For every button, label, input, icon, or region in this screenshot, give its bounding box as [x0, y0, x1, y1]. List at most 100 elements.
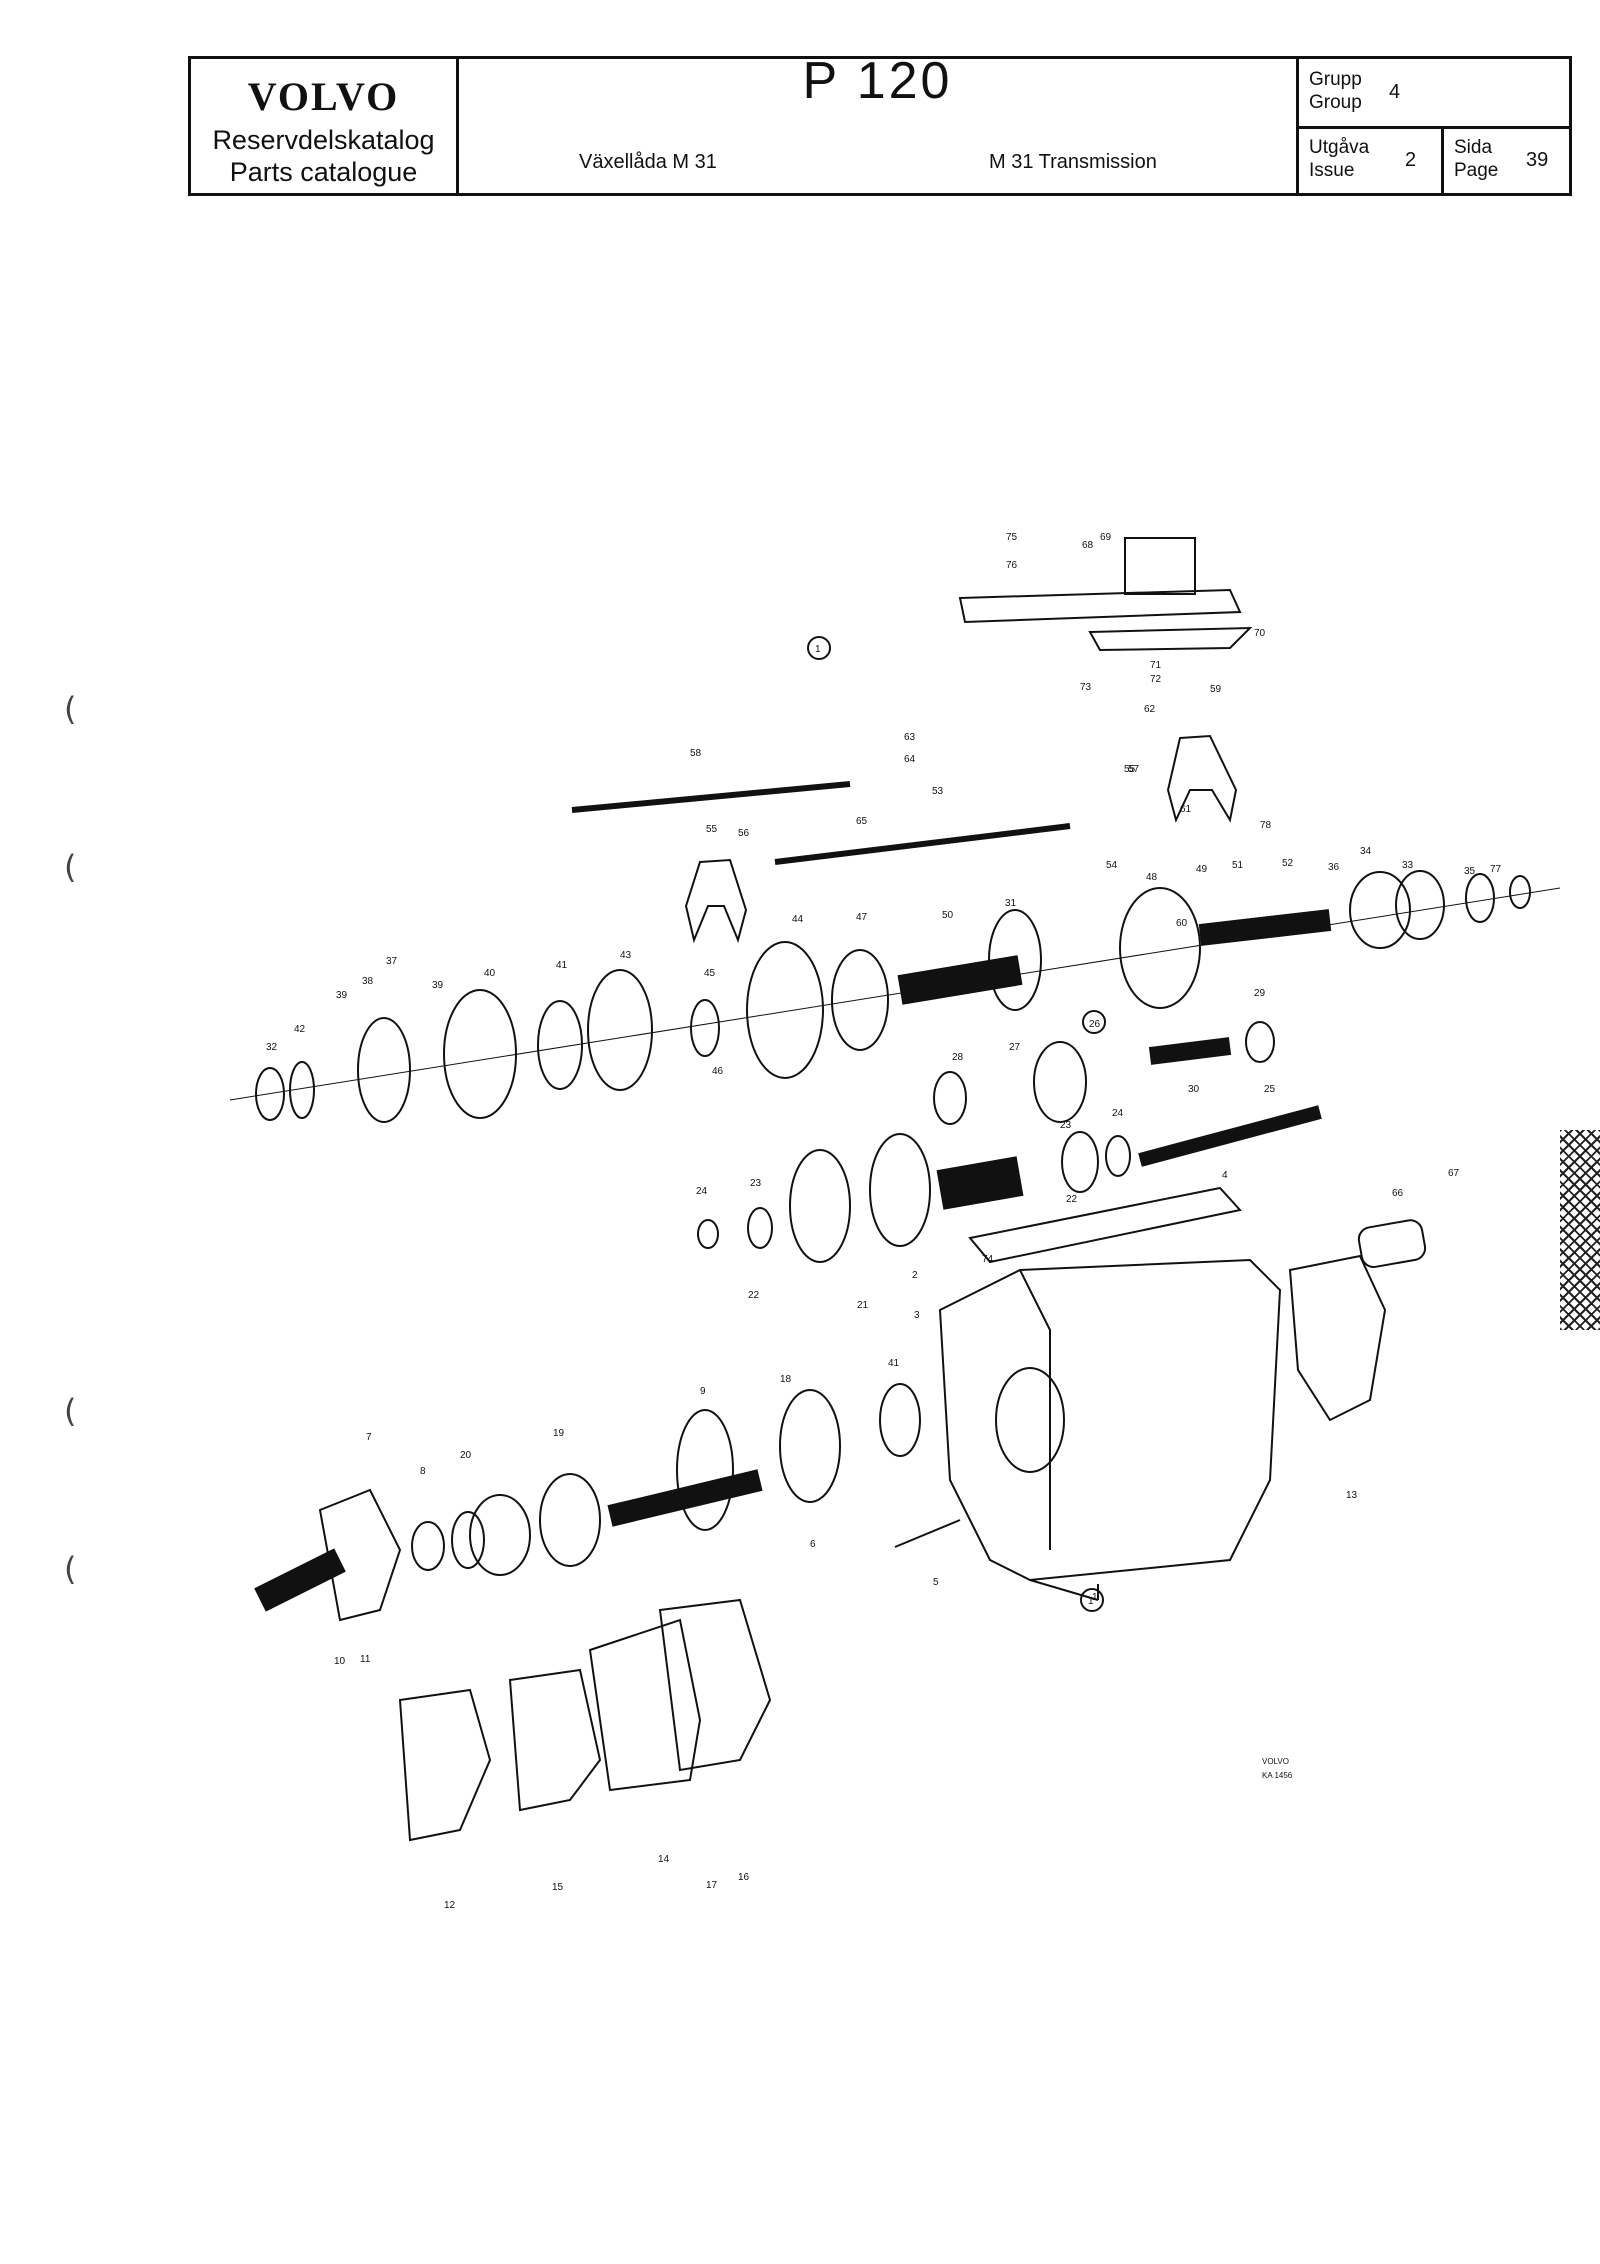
callout: 6 [810, 1539, 816, 1550]
callout: 35 [1464, 866, 1476, 877]
callout: 27 [1009, 1042, 1021, 1053]
margin-mark: ( [64, 848, 77, 886]
callout: 37 [386, 956, 398, 967]
margin-mark: ( [64, 1550, 77, 1588]
callout: 49 [1196, 864, 1208, 875]
callout: 32 [266, 1042, 278, 1053]
callout: 61 [1180, 804, 1192, 815]
callout: 5 [933, 1577, 939, 1588]
callout: 16 [738, 1872, 750, 1883]
callout: 59 [1210, 684, 1222, 695]
diagram-ref-code: KA 1456 [1262, 1771, 1293, 1780]
callout: 45 [704, 968, 716, 979]
subtitle-sv: Växellåda M 31 [579, 151, 717, 173]
callout: 8 [420, 1466, 426, 1477]
callout: 63 [904, 732, 916, 743]
callout: 15 [552, 1882, 564, 1893]
callout: 51 [1232, 860, 1244, 871]
callout: 18 [780, 1374, 792, 1385]
callout: 62 [1144, 704, 1156, 715]
callout: 48 [1146, 872, 1158, 883]
issue-cell: Utgåva Issue 2 [1299, 129, 1444, 193]
callout: 55 [706, 824, 718, 835]
callout: 44 [792, 914, 804, 925]
callout: 65 [856, 816, 868, 827]
page-cell: Sida Page 39 [1444, 129, 1569, 193]
page-value: 39 [1526, 149, 1549, 171]
assembly-marker: 1 [815, 644, 821, 655]
callout: 72 [1150, 674, 1162, 685]
callout: 24 [696, 1186, 708, 1197]
callout: 70 [1254, 628, 1266, 639]
callout: 34 [1360, 846, 1372, 857]
callout: 55 [1124, 764, 1136, 775]
page-label-sv: Sida [1454, 137, 1493, 158]
callout: 29 [1254, 988, 1266, 999]
callout: 78 [1260, 820, 1272, 831]
callout: 57 [1128, 764, 1140, 775]
callout: 14 [658, 1854, 670, 1865]
callout: 52 [1282, 858, 1294, 869]
group-label-en: Group [1309, 92, 1362, 113]
callout: 39 [432, 980, 444, 991]
callout: 58 [690, 748, 702, 759]
issue-label-sv: Utgåva [1309, 137, 1370, 158]
callout: 21 [857, 1300, 869, 1311]
callout: 56 [738, 828, 750, 839]
callout: 10 [334, 1656, 346, 1667]
callout: 41 [888, 1358, 900, 1369]
diagram-ref-label: VOLVO [1262, 1757, 1289, 1766]
callout: 26 [1089, 1019, 1101, 1030]
callout: 1 [1092, 1592, 1098, 1603]
callout: 47 [856, 912, 868, 923]
callout: 66 [1392, 1188, 1404, 1199]
callout: 38 [362, 976, 374, 987]
title-cell: P 120 Växellåda M 31 M 31 Transmission [459, 52, 1299, 193]
callout: 69 [1100, 532, 1112, 543]
callout: 13 [1346, 1490, 1358, 1501]
callout: 54 [1106, 860, 1118, 871]
catalog-label-sv: Reservdelskatalog [212, 125, 435, 155]
callout: 46 [712, 1066, 724, 1077]
volvo-logo: VOLVO [247, 74, 400, 119]
callout: 22 [748, 1290, 760, 1301]
callout: 42 [294, 1024, 306, 1035]
callout: 3 [914, 1310, 920, 1321]
callout: 74 [982, 1254, 994, 1265]
callout: 77 [1490, 864, 1502, 875]
callout: 64 [904, 754, 916, 765]
issue-value: 2 [1405, 149, 1417, 171]
callout: 67 [1448, 1168, 1460, 1179]
callout: 20 [460, 1450, 472, 1461]
assembly-marker: 1 [1088, 1596, 1094, 1607]
callout: 68 [1082, 540, 1094, 551]
callout: 24 [1112, 1108, 1124, 1119]
callout: 19 [553, 1428, 565, 1439]
callout: 4 [1222, 1170, 1228, 1181]
callout: 71 [1150, 660, 1162, 671]
callout: 40 [484, 968, 496, 979]
callout: 60 [1176, 918, 1188, 929]
callout: 30 [1188, 1084, 1200, 1095]
page-label-en: Page [1454, 160, 1499, 181]
callout: 9 [700, 1386, 706, 1397]
group-cell: Grupp Group 4 [1299, 59, 1569, 129]
callout: 2 [912, 1270, 918, 1281]
callout: 23 [750, 1178, 762, 1189]
subtitle-en: M 31 Transmission [989, 151, 1157, 173]
callout: 53 [932, 786, 944, 797]
callout: 23 [1060, 1120, 1072, 1131]
callout: 22 [1066, 1194, 1078, 1205]
callout: 12 [444, 1900, 456, 1911]
model-title: P 120 [802, 52, 953, 110]
margin-mark: ( [64, 1392, 77, 1430]
callout: 73 [1080, 682, 1092, 693]
callout: 39 [336, 990, 348, 1001]
callout: 11 [360, 1654, 371, 1665]
callout: 41 [556, 960, 568, 971]
margin-mark: ( [64, 690, 77, 728]
callout: 76 [1006, 560, 1018, 571]
brand-cell: VOLVO Reservdelskatalog Parts catalogue [191, 59, 459, 193]
catalog-label-en: Parts catalogue [229, 157, 418, 187]
callout: 33 [1402, 860, 1414, 871]
